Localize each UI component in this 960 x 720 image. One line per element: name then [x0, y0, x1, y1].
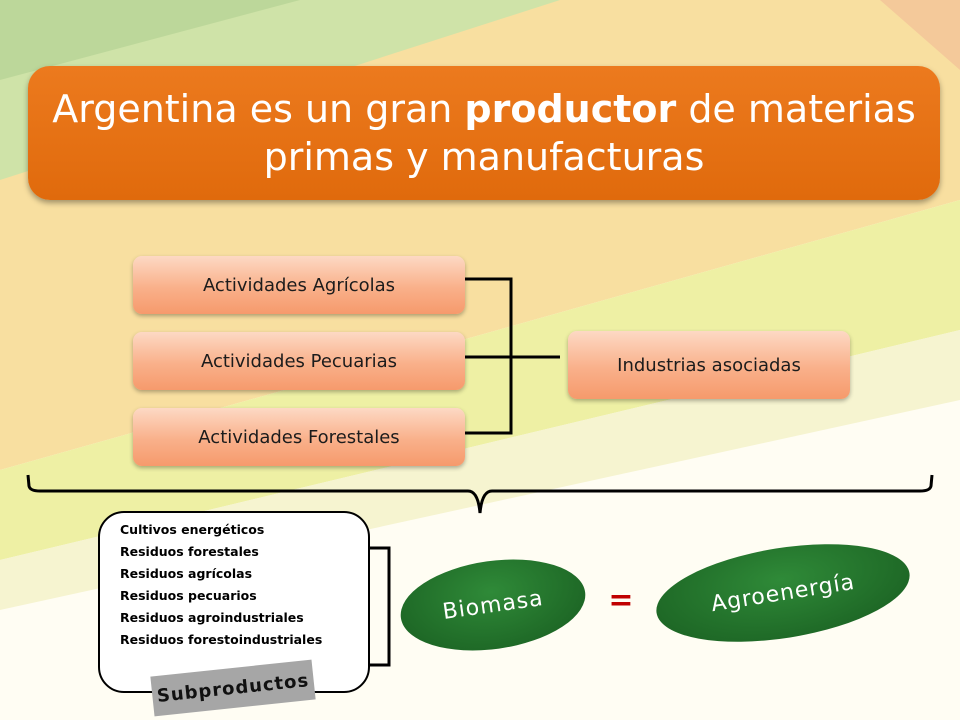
- byproduct-item: Cultivos energéticos: [120, 522, 265, 537]
- activity-label: Actividades Forestales: [198, 426, 400, 448]
- byproduct-item: Residuos forestales: [120, 544, 259, 559]
- byproduct-item: Residuos agrícolas: [120, 566, 253, 581]
- biomasa-label: Biomasa: [440, 585, 546, 625]
- byproduct-item: Residuos agroindustriales: [120, 610, 304, 625]
- title-bold-word: productor: [464, 87, 677, 131]
- grouping-brace: [26, 474, 934, 514]
- byproducts-list: Cultivos energéticos Residuos forestales…: [120, 519, 322, 651]
- byproducts-bracket: [368, 546, 391, 667]
- industries-label: Industrias asociadas: [617, 354, 801, 376]
- activity-forestales-box: Actividades Forestales: [133, 408, 465, 466]
- activity-agricolas-box: Actividades Agrícolas: [133, 256, 465, 314]
- agroenergia-label: Agroenergía: [709, 569, 857, 617]
- title-text: Argentina es un gran productor de materi…: [52, 87, 916, 179]
- equals-sign: =: [608, 582, 634, 618]
- activity-label: Actividades Agrícolas: [202, 274, 396, 296]
- byproduct-item: Residuos pecuarios: [120, 588, 257, 603]
- byproduct-item: Residuos forestoindustriales: [120, 632, 323, 647]
- activity-label: Actividades Pecuarias: [200, 350, 398, 372]
- title-banner: Argentina es un gran productor de materi…: [28, 66, 940, 200]
- activity-pecuarias-box: Actividades Pecuarias: [133, 332, 465, 390]
- industries-box: Industrias asociadas: [568, 331, 850, 399]
- byproducts-list-box: Cultivos energéticos Residuos forestales…: [98, 511, 370, 693]
